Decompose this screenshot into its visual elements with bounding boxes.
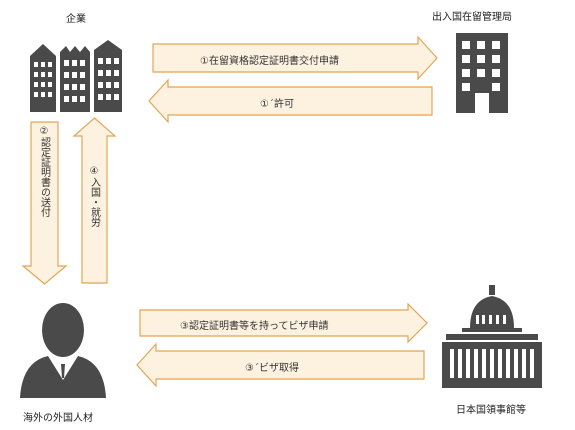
immigration-label: 出入国在留管理局 [432,12,512,23]
arrow-step3 [139,302,428,344]
step4-label: ④入国・就労 [88,166,100,227]
arrow-step1 [152,35,438,81]
arrow-step3b [136,342,425,388]
capitol-building-icon [442,285,542,388]
person-icon [20,303,106,398]
buildings-icon [30,40,122,112]
arrow-step1b [148,78,433,124]
step1b-label: ①´許可 [260,99,294,110]
talent-label: 海外の外国人材 [23,413,93,424]
step3-label: ③認定証明書等を持ってビザ申請 [180,321,329,332]
company-label: 企業 [66,14,86,25]
step1-label: ①在留資格認定証明書交付申請 [200,56,339,67]
office-building-icon [456,33,508,113]
consulate-label: 日本国領事館等 [456,405,526,416]
step3b-label: ③´ビザ取得 [245,363,299,374]
arrow-step2 [21,121,68,285]
arrow-step4 [72,117,117,284]
step2-label: ②認定証明書の送付 [38,126,50,217]
